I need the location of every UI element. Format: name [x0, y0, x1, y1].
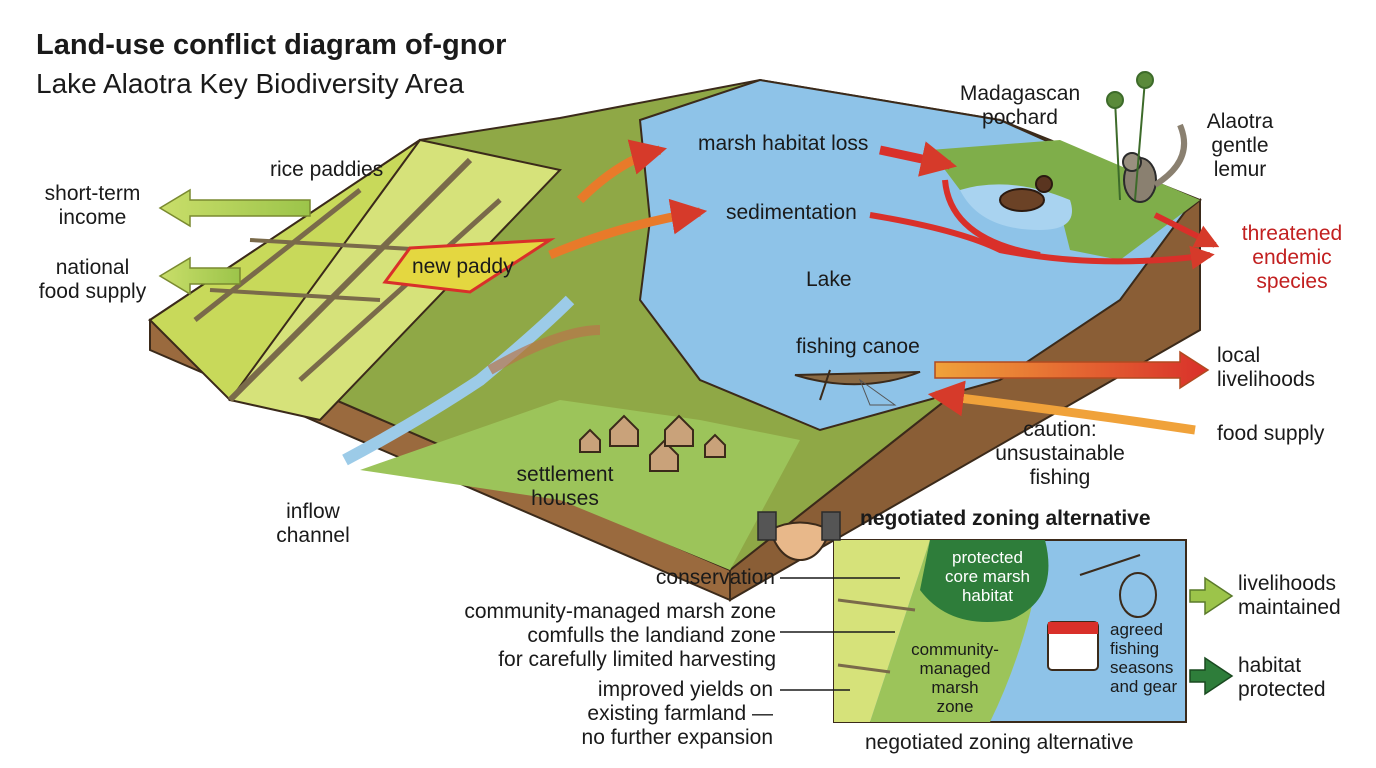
livelihoods-line2: livelihoods: [1217, 368, 1316, 391]
local-livelihoods-label: local livelihoods: [1217, 344, 1315, 392]
zoning-panel: [833, 539, 1187, 723]
inflow-channel-line2: channel: [276, 524, 350, 547]
agreed-line1: agreed: [1110, 620, 1163, 639]
alaotra-lemur-icon: [1122, 123, 1187, 203]
caution-line2: unsustainable: [995, 442, 1125, 465]
callout-community: community-managed marsh zone comfulls th…: [420, 600, 776, 672]
inflow-channel-stream: [342, 295, 575, 466]
protected-core-label: protected core marsh habitat: [935, 548, 1040, 605]
callout-community-line3: for carefully limited harvesting: [498, 648, 776, 671]
sedimentation-label: sedimentation: [726, 201, 857, 224]
settlement-houses-icons: [579, 414, 726, 472]
caution-line3: fishing: [1029, 466, 1091, 489]
livelihoods-maintained-label: livelihoods maintained: [1238, 572, 1341, 620]
settlement-line2: houses: [531, 487, 599, 510]
national-food-supply-label: national food supply: [30, 256, 155, 304]
food-supply-label: food supply: [1217, 422, 1325, 445]
agreed-line3: seasons: [1110, 658, 1174, 677]
protected-line2: core marsh: [944, 567, 1031, 586]
threatened-line3: species: [1256, 270, 1328, 293]
lemur-line1: Alaotra: [1206, 110, 1274, 133]
agreed-line4: and gear: [1110, 677, 1178, 696]
conflict-arrows: [548, 139, 1220, 270]
pochard-line1: Madagascan: [959, 82, 1081, 105]
agreed-fishing-label: agreed fishing seasons and gear: [1110, 620, 1177, 696]
new-paddy-plot: [382, 238, 556, 294]
papyrus-plants: [1106, 71, 1154, 201]
handshake-icon: [757, 511, 841, 562]
community-line2: managed: [919, 659, 991, 678]
maintained-line1: livelihoods: [1238, 572, 1337, 595]
livelihoods-line1: local: [1217, 344, 1261, 367]
fishing-canoe-icon: [794, 369, 921, 406]
threatened-species-label: threatened endemic species: [1232, 222, 1352, 294]
pochard-line2: pochard: [982, 106, 1058, 129]
threatened-line2: endemic: [1252, 246, 1332, 269]
community-zone-label: community- managed marsh zone: [900, 640, 1010, 716]
page-subtitle: Lake Alaotra Key Biodiversity Area: [36, 68, 465, 99]
settlement-line1: settlement: [516, 463, 614, 486]
new-paddy-label: new paddy: [412, 255, 514, 278]
lake-label: Lake: [806, 268, 852, 291]
short-term-line1: short-term: [44, 182, 141, 205]
lemur-line3: lemur: [1213, 158, 1267, 181]
callout-community-line1: community-managed marsh zone: [464, 600, 776, 623]
settlement-houses-label: settlement houses: [500, 463, 630, 511]
callout-community-line2: comfulls the landiand zone: [527, 624, 776, 647]
pochard-label: Madagascan pochard: [955, 82, 1085, 130]
zoning-caption: negotiated zoning alternative: [865, 731, 1134, 754]
community-line1: community-: [911, 640, 999, 659]
lemur-line2: gentle: [1211, 134, 1269, 157]
callout-lines: [780, 577, 900, 691]
page-title: Land-use conflict diagram of-gnor: [36, 29, 507, 61]
fishing-canoe-label: fishing canoe: [796, 335, 920, 358]
rice-paddies-label: rice paddies: [270, 158, 384, 181]
caution-label: caution: unsustainable fishing: [985, 418, 1135, 490]
marsh-habitat-loss-label: marsh habitat loss: [698, 132, 869, 155]
habitat-protected-label: habitat protected: [1238, 654, 1326, 702]
left-outcome-arrows: [158, 188, 311, 296]
madagascan-pochard-icon: [999, 175, 1053, 212]
protected-line3: habitat: [961, 586, 1014, 605]
callout-yields: improved yields on existing farmland — n…: [520, 678, 773, 750]
maintained-line2: maintained: [1238, 596, 1341, 619]
habitat-line1: habitat: [1238, 654, 1302, 677]
right-outcome-arrows: [927, 350, 1210, 435]
caution-line1: caution:: [1023, 418, 1097, 441]
fishing-net-icon: [1079, 554, 1157, 618]
community-line4: zone: [936, 697, 974, 716]
threatened-line1: threatened: [1241, 222, 1343, 245]
callout-yields-line3: no further expansion: [581, 726, 773, 749]
lemur-label: Alaotra gentle lemur: [1195, 110, 1285, 182]
national-line1: national: [55, 256, 130, 279]
short-term-line2: income: [58, 206, 127, 229]
agreed-line2: fishing: [1110, 639, 1160, 658]
short-term-income-label: short-term income: [30, 182, 155, 230]
zoning-heading: negotiated zoning alternative: [860, 507, 1151, 530]
callout-yields-line2: existing farmland —: [587, 702, 773, 725]
panel-outcome-arrows: [1189, 576, 1234, 696]
habitat-line2: protected: [1238, 678, 1326, 701]
callout-conservation: conservation: [655, 566, 775, 589]
protected-line1: protected: [952, 548, 1023, 567]
calendar-icon: [1047, 621, 1099, 671]
community-line3: marsh: [931, 678, 979, 697]
inflow-channel-label: inflow channel: [268, 500, 358, 548]
inflow-channel-line1: inflow: [286, 500, 340, 523]
national-line2: food supply: [38, 280, 147, 303]
callout-yields-line1: improved yields on: [597, 678, 773, 701]
